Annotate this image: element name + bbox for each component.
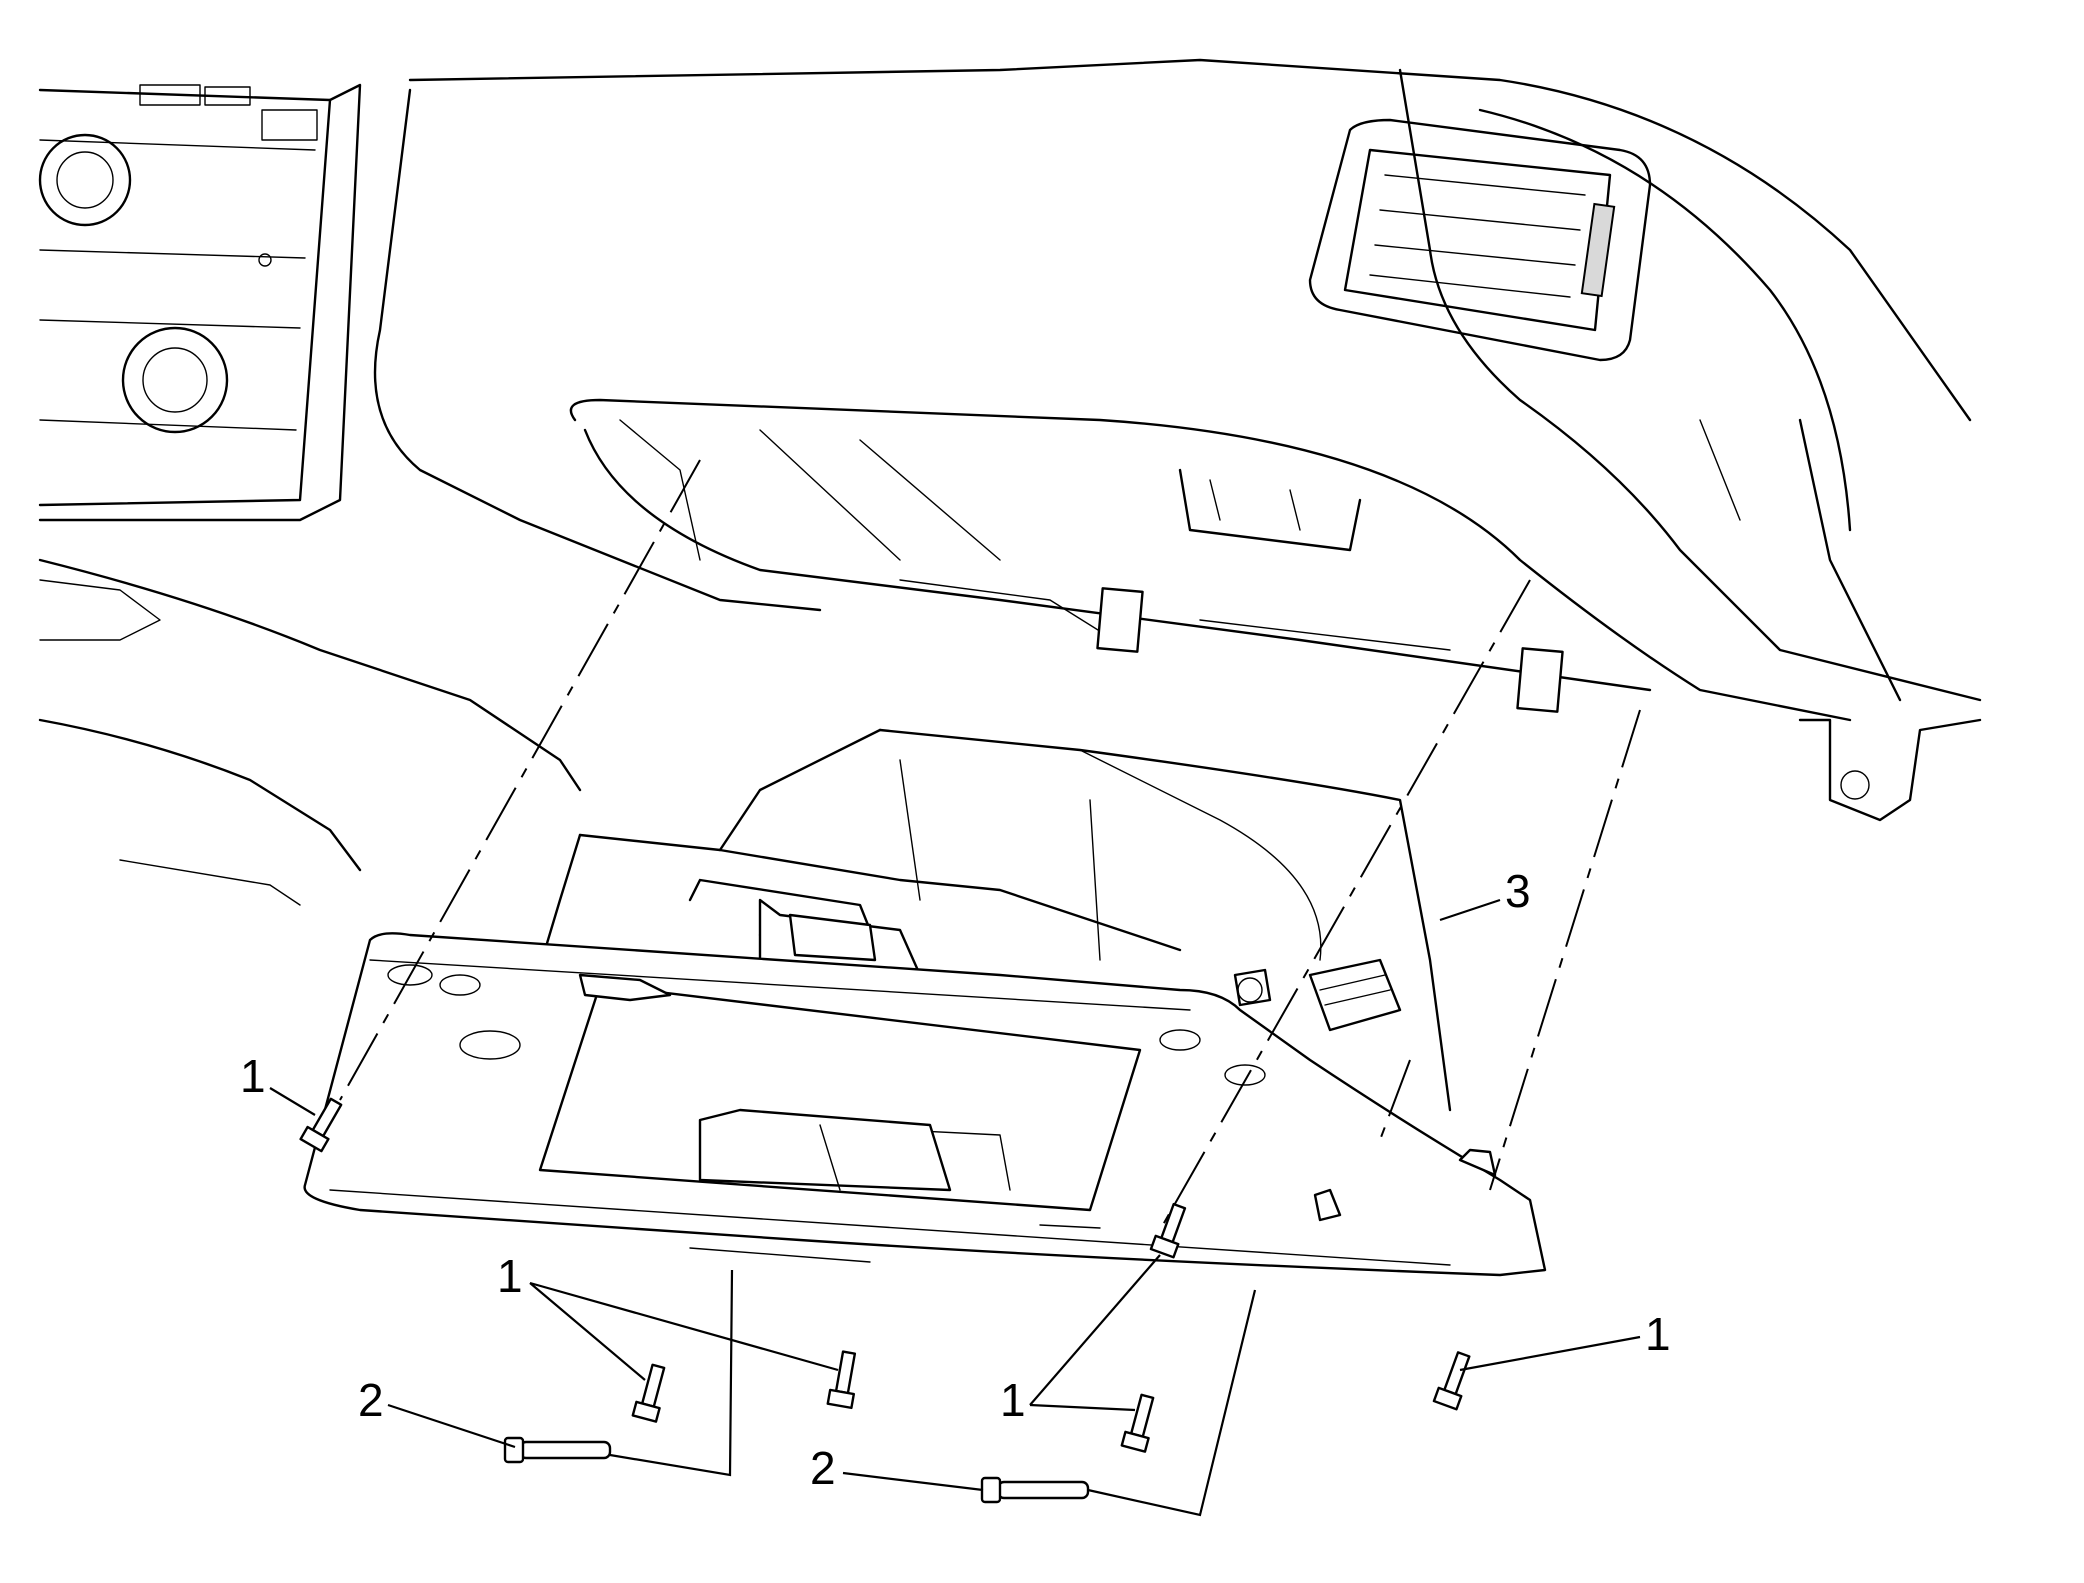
- screw-icon: [826, 1350, 857, 1410]
- pin-icon: [980, 1476, 1090, 1504]
- screw-icon: [299, 1097, 343, 1153]
- assembly-lines: [339, 459, 1641, 1231]
- glove-box-door: [303, 932, 1547, 1277]
- callout-3: 3: [1505, 865, 1531, 917]
- leader-lines: [269, 898, 1641, 1517]
- callout-1-lower-left: 1: [497, 1250, 523, 1302]
- screw-icon: [1432, 1351, 1471, 1411]
- callout-2-left: 2: [358, 1374, 384, 1426]
- instrument-panel: [38, 58, 1982, 906]
- air-vent: [1308, 118, 1652, 362]
- callout-labels: 1 1 1 1 2 2 3: [240, 865, 1671, 1494]
- pin-icon: [503, 1436, 612, 1464]
- radio-center-stack: [38, 83, 362, 522]
- screw-icon: [1149, 1202, 1187, 1259]
- screws: [299, 1097, 1471, 1453]
- pins: [503, 1436, 1090, 1504]
- screw-icon: [631, 1363, 666, 1423]
- callout-1-right: 1: [1645, 1308, 1671, 1360]
- callout-1-left: 1: [240, 1050, 266, 1102]
- screw-icon: [1120, 1393, 1155, 1453]
- glove-box-opening: [569, 398, 1982, 822]
- callout-1-lower-center: 1: [1000, 1374, 1026, 1426]
- callout-2-right: 2: [810, 1442, 836, 1494]
